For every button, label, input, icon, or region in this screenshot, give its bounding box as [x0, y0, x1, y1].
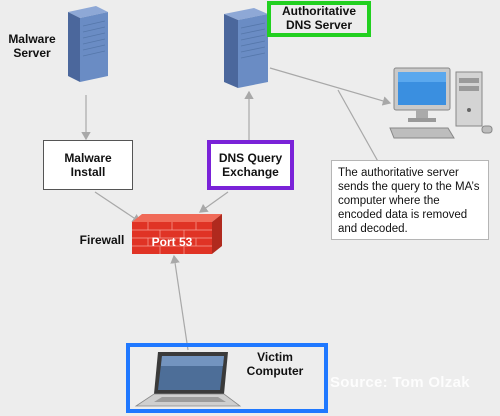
- explanation-callout: The authoritative server sends the query…: [331, 160, 489, 240]
- edge-dns-exchange-to-firewall: [199, 191, 229, 213]
- firewall-label: Firewall: [79, 233, 125, 247]
- dns-query-exchange-box: DNS Query Exchange: [207, 140, 294, 190]
- edge-victim-to-firewall: [170, 254, 189, 351]
- victim-computer-label: Victim Computer: [246, 350, 304, 378]
- server-icon: [224, 8, 268, 88]
- desktop-computer-icon: [389, 67, 493, 139]
- malware-server-label: Malware Server: [8, 32, 56, 60]
- laptop-icon: [134, 352, 242, 407]
- auth-dns-server-label: Authoritative DNS Server: [281, 4, 356, 32]
- server-icon: [68, 6, 108, 82]
- edge-auth-server-to-ma-computer: [269, 67, 392, 106]
- port-53-label: Port 53: [151, 235, 193, 249]
- edge-install-to-firewall: [94, 191, 141, 223]
- source-watermark: Source: Tom Olzak: [330, 374, 470, 391]
- edge-callout-pointer: [337, 89, 381, 166]
- victim-computer-highlight: [126, 343, 328, 413]
- auth-dns-server-highlight: [267, 1, 371, 37]
- firewall-icon: [132, 214, 222, 254]
- malware-install-box: Malware Install: [43, 140, 133, 190]
